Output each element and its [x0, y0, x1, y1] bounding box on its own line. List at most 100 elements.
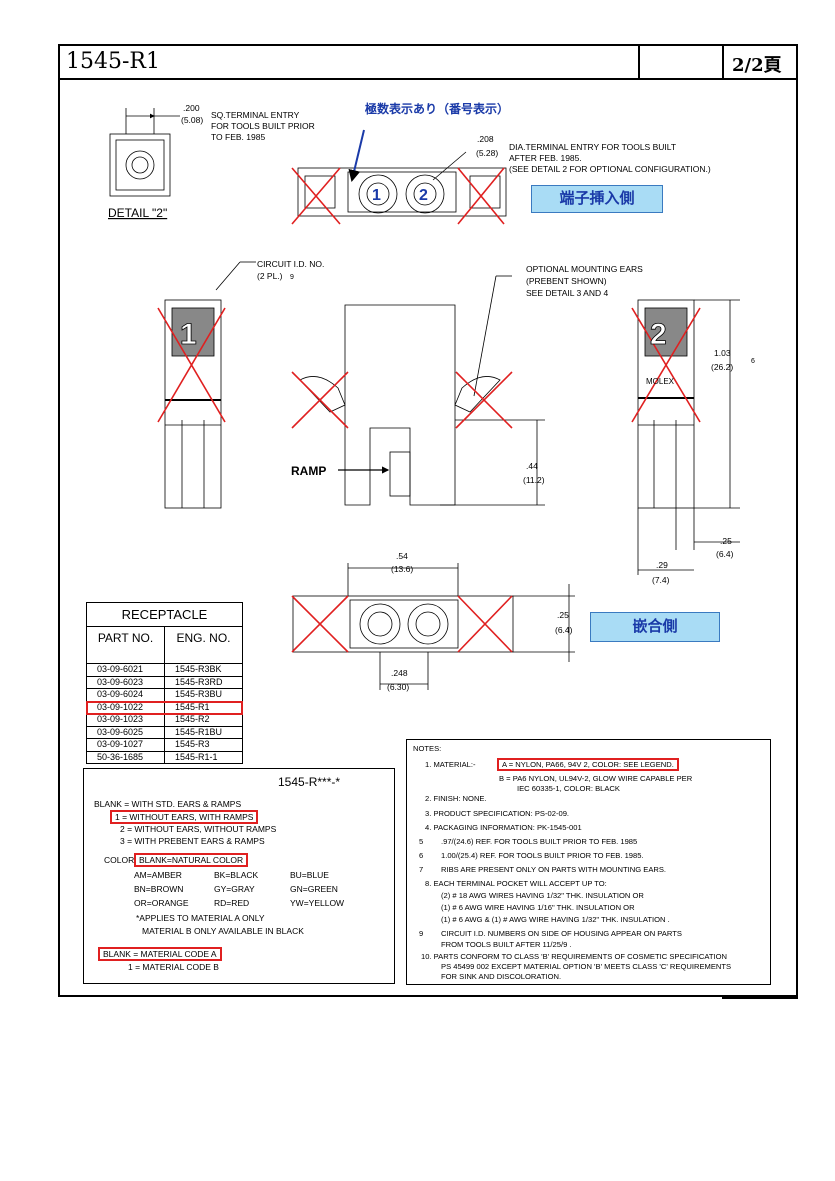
legend-color: YW=YELLOW [290, 898, 345, 908]
note-10: FOR SINK AND DISCOLORATION. [441, 972, 562, 981]
notes-block: NOTES: 1. MATERIAL:- A = NYLON, PA66, 94… [406, 739, 771, 985]
red-cross-marks [157, 167, 701, 653]
dim-54-mm: (13.6) [391, 564, 413, 574]
part-no: 03-09-6023 [87, 676, 165, 688]
jp-mating-side-text: 嵌合側 [632, 618, 678, 635]
legend-color-blank: BLANK=NATURAL COLOR [134, 853, 249, 867]
note-5: .97/(24.6) REF. FOR TOOLS BUILT PRIOR TO… [441, 837, 638, 846]
note-10: 10. PARTS CONFORM TO CLASS 'B' REQUIREME… [421, 952, 727, 961]
eng-no: 1545-R1 [175, 701, 210, 712]
note-1a: A = NYLON, PA66, 94V 2, COLOR: SEE LEGEN… [497, 758, 679, 771]
note-3: 3. PRODUCT SPECIFICATION: PS-02-09. [425, 809, 570, 818]
right-side-view [637, 299, 740, 575]
note-4: 4. PACKAGING INFORMATION: PK-1545-001 [425, 823, 582, 832]
eng-no: 1545-R1-1 [175, 751, 218, 762]
dia-dim: .208 [477, 134, 494, 144]
legend-applies: *APPLIES TO MATERIAL A ONLY [136, 913, 265, 923]
col-eng-no: ENG. NO. [176, 631, 231, 645]
note-9: CIRCUIT I.D. NUMBERS ON SIDE OF HOUSING … [441, 929, 682, 938]
dim-248: .248 [391, 668, 408, 678]
dia-entry-note: DIA.TERMINAL ENTRY FOR TOOLS BUILT [509, 142, 676, 152]
ramp-label: RAMP [291, 464, 326, 478]
side-number-1: 1 [180, 318, 197, 351]
receptacle-caption: RECEPTACLE [87, 603, 242, 627]
dim-25a: .25 [720, 536, 732, 546]
note-7: RIBS ARE PRESENT ONLY ON PARTS WITH MOUN… [441, 865, 667, 874]
detail-2-view [109, 108, 180, 197]
note-2: 2. FINISH: NONE. [425, 794, 487, 803]
jp-circuit-numbers-label: 極数表示あり（番号表示） [365, 101, 509, 116]
eng-no: 1545-R3BK [175, 664, 222, 674]
dia-entry-note: (SEE DETAIL 2 FOR OPTIONAL CONFIGURATION… [509, 164, 711, 174]
dim-103: 1.03 [714, 348, 731, 358]
note-8: 8. EACH TERMINAL POCKET WILL ACCEPT UP T… [425, 879, 607, 888]
legend-color: AM=AMBER [134, 870, 182, 880]
molex-mark: MOLEX [646, 377, 675, 386]
note-flag: 9 [419, 929, 424, 938]
drawing-title: 1545-R1 [66, 49, 160, 74]
eng-no: 1545-R3BU [175, 689, 223, 699]
title-block-blank-cell [638, 46, 724, 78]
jp-mating-side-label: 嵌合側 [590, 612, 720, 642]
circuit-id-note: CIRCUIT I.D. NO. [257, 259, 324, 269]
mating-side-view [292, 563, 575, 690]
legend-color: GN=GREEN [290, 884, 338, 894]
jp-terminal-side-text: 端子挿入側 [559, 190, 635, 207]
dim-248-mm: (6.30) [387, 682, 409, 692]
note-8a: (2) # 18 AWG WIRES HAVING 1/32" THK. INS… [441, 891, 644, 900]
eng-no: 1545-R2 [175, 714, 210, 724]
eng-no: 1545-R3RD [175, 676, 223, 687]
detail-2-label: DETAIL "2" [108, 206, 167, 220]
legend-blank-ears: BLANK = WITH STD. EARS & RAMPS [94, 799, 242, 809]
part-no: 03-09-1022 [87, 701, 165, 713]
ears-note: SEE DETAIL 3 AND 4 [526, 288, 608, 298]
dim-25a-mm: (6.4) [716, 549, 734, 559]
sq-entry-dim-mm: (5.08) [181, 115, 203, 125]
ears-note: OPTIONAL MOUNTING EARS [526, 264, 643, 274]
note-6: 1.00/(25.4) REF. FOR TOOLS BUILT PRIOR T… [441, 851, 644, 860]
left-side-view [164, 261, 256, 509]
legend-color: BK=BLACK [214, 870, 259, 880]
legend-color: OR=ORANGE [134, 898, 189, 908]
sq-entry-dim: .200 [183, 103, 200, 113]
title-block: 1545-R1 2/2頁 [60, 46, 796, 80]
note-flag: 5 [419, 837, 424, 846]
part-no: 03-09-6021 [87, 664, 165, 676]
front-view [299, 275, 545, 506]
table-row: 03-09-6021 1545-R3BK [87, 664, 242, 677]
side-number-2: 2 [650, 318, 667, 351]
page-number: 2/2頁 [732, 55, 782, 76]
sq-entry-note: FOR TOOLS BUILT PRIOR [211, 121, 315, 131]
note-10: PS 45499 002 EXCEPT MATERIAL OPTION 'B' … [441, 962, 732, 971]
legend-material-b: 1 = MATERIAL CODE B [128, 962, 219, 972]
dim-103-mm: (26.2) [711, 362, 733, 372]
note-8c: (1) # 6 AWG & (1) # AWG WIRE HAVING 1/32… [441, 915, 670, 924]
part-no: 03-09-1027 [87, 739, 165, 751]
circuit-number-2: 2 [419, 187, 428, 204]
bottom-border-bar [722, 995, 798, 999]
dim-103-flag: 6 [751, 358, 755, 365]
jp-terminal-side-label: 端子挿入側 [531, 185, 663, 213]
legend-color: BN=BROWN [134, 884, 184, 894]
dim-44: .44 [526, 461, 538, 471]
legend-color: BU=BLUE [290, 870, 329, 880]
terminal-side-view [297, 129, 507, 217]
drawing-sheet: 1545-R1 2/2頁 [58, 44, 798, 997]
legend-opt1: 1 = WITHOUT EARS, WITH RAMPS [110, 810, 259, 824]
dim-29-mm: (7.4) [652, 575, 670, 585]
legend-opt2: 2 = WITHOUT EARS, WITHOUT RAMPS [120, 824, 277, 834]
notes-title: NOTES: [413, 744, 442, 753]
legend-color: GY=GRAY [214, 884, 255, 894]
circuit-id-note: (2 PL.) [257, 271, 283, 281]
table-row: 03-09-6023 1545-R3RD [87, 676, 242, 689]
legend-opt3: 3 = WITH PREBENT EARS & RAMPS [120, 836, 265, 846]
part-code-legend: 1545-R***-* BLANK = WITH STD. EARS & RAM… [83, 768, 395, 984]
dim-25b-mm: (6.4) [555, 625, 573, 635]
note-flag: 7 [419, 865, 424, 874]
legend-applies: MATERIAL B ONLY AVAILABLE IN BLACK [142, 926, 304, 936]
